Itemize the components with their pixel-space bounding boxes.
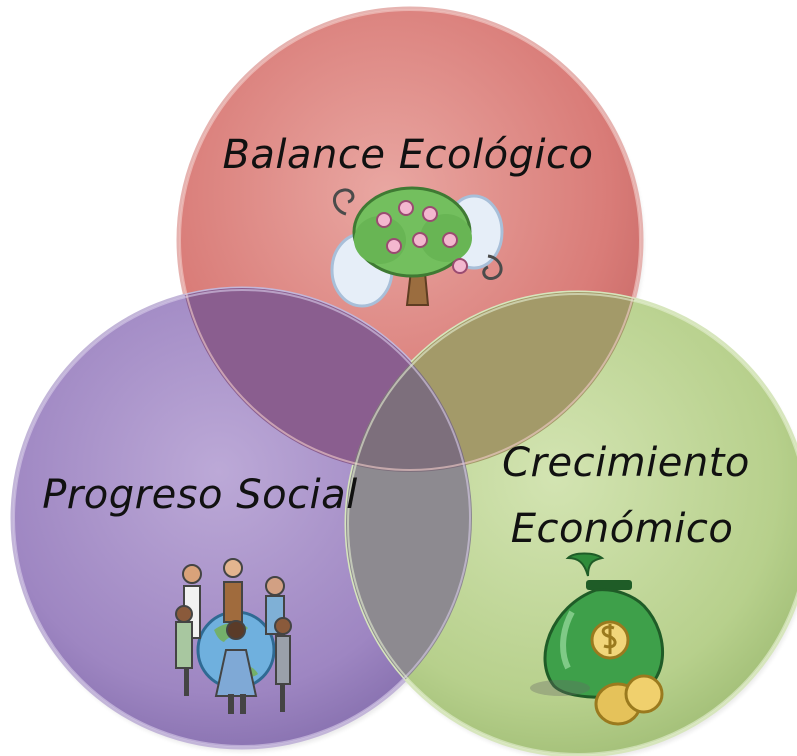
- tree-icon: [330, 186, 504, 308]
- people-around-globe-icon: [175, 558, 292, 714]
- label-economico: Económico: [511, 506, 734, 552]
- overlap-red-purple: [178, 288, 472, 472]
- label-crecimiento: Crecimiento: [502, 440, 750, 486]
- label-progreso-social: Progreso Social: [42, 472, 358, 518]
- money-bag-icon: [530, 552, 664, 726]
- label-balance-ecologico: Balance Ecológico: [222, 132, 593, 178]
- overlap-red-green: [346, 292, 642, 472]
